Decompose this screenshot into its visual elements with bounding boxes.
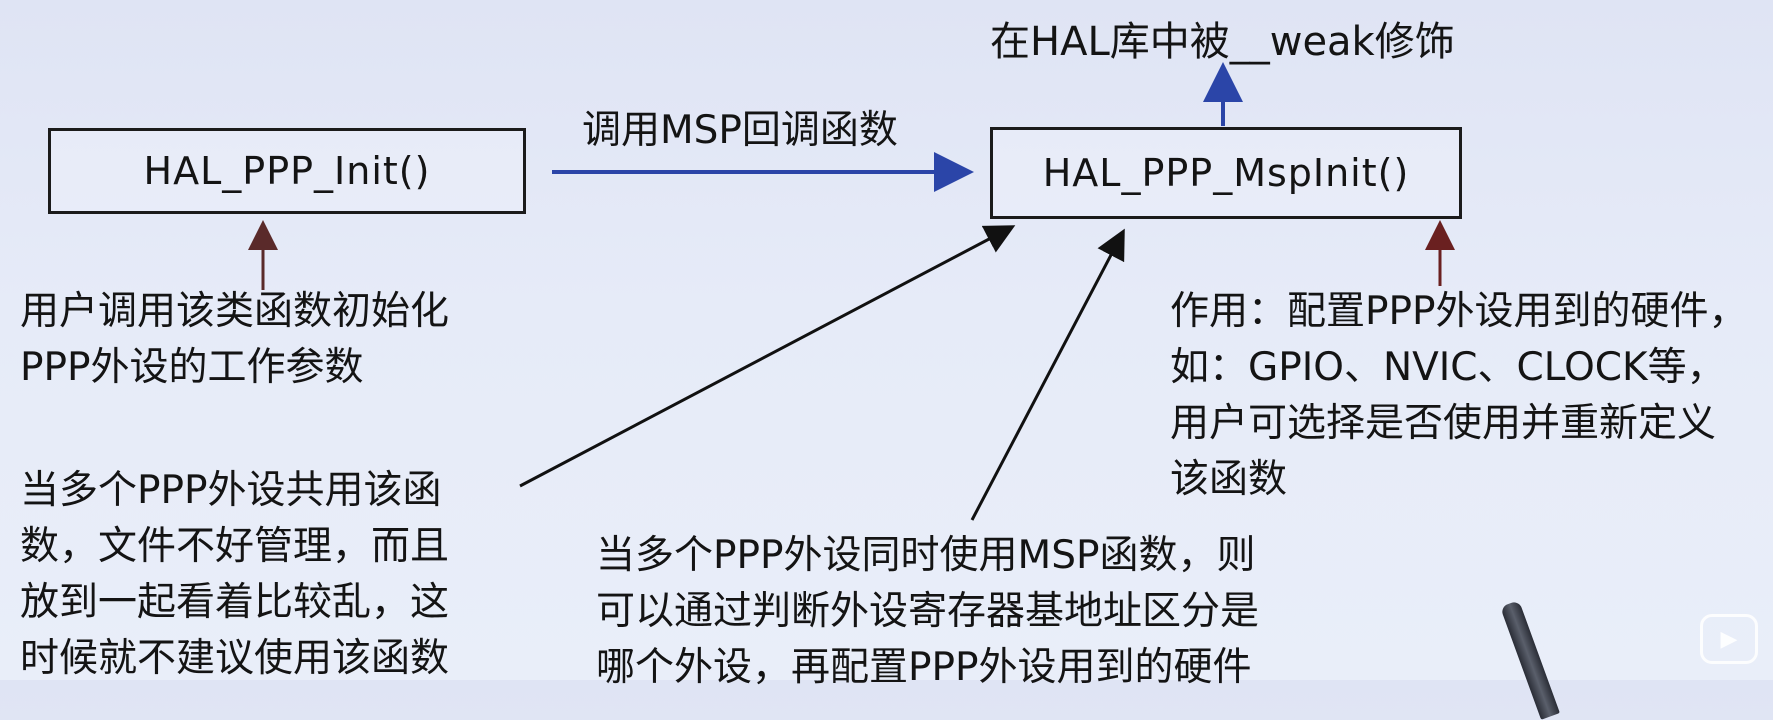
mspinit-role-note-line: 用户可选择是否使用并重新定义 [1170,401,1717,446]
msp-multi-peripheral-note: 当多个PPP外设同时使用MSP函数，则 可以通过判断外设寄存器基地址区分是 哪个… [596,528,1259,696]
shared-function-note-line: 当多个PPP外设共用该函 [20,468,442,513]
msp-multi-arrow [970,228,1125,521]
hal-ppp-mspinit-box: HAL_PPP_MspInit() [990,127,1462,219]
weak-modifier-note: 在HAL库中被__weak修饰 [990,19,1455,65]
hal-ppp-mspinit-label: HAL_PPP_MspInit() [1042,151,1410,195]
mspinit-role-note-line: 如：GPIO、NVIC、CLOCK等， [1170,345,1726,390]
msp-multi-peripheral-note-line: 可以通过判断外设寄存器基地址区分是 [596,589,1260,634]
user-init-note-line: 用户调用该类函数初始化 [20,289,450,334]
tv-icon: ▶ [1700,614,1758,664]
user-init-note: 用户调用该类函数初始化 PPP外设的工作参数 [20,284,449,396]
shared-function-note-line: 时候就不建议使用该函数 [20,636,450,681]
mspinit-role-note: 作用：配置PPP外设用到的硬件， 如：GPIO、NVIC、CLOCK等， 用户可… [1170,284,1748,508]
shared-function-note: 当多个PPP外设共用该函 数，文件不好管理，而且 放到一起看着比较乱，这 时候就… [20,463,449,687]
shared-function-note-line: 放到一起看着比较乱，这 [20,580,450,625]
call-msp-arrow-label: 调用MSP回调函数 [582,108,898,153]
diagram-canvas: HAL_PPP_Init() HAL_PPP_MspInit() 在HAL库中被… [20,19,1758,720]
shared-function-arrow [519,225,1016,488]
msp-multi-peripheral-note-line: 当多个PPP外设同时使用MSP函数，则 [596,533,1256,578]
user-init-note-line: PPP外设的工作参数 [20,345,364,390]
pointer-pen [1500,600,1560,720]
shared-function-note-line: 数，文件不好管理，而且 [20,524,450,569]
hal-ppp-init-box: HAL_PPP_Init() [48,128,526,214]
msp-multi-peripheral-note-line: 哪个外设，再配置PPP外设用到的硬件 [596,645,1252,690]
mspinit-role-note-line: 该函数 [1170,457,1288,502]
hal-ppp-init-label: HAL_PPP_Init() [143,149,431,193]
mspinit-role-note-line: 作用：配置PPP外设用到的硬件， [1170,289,1748,334]
